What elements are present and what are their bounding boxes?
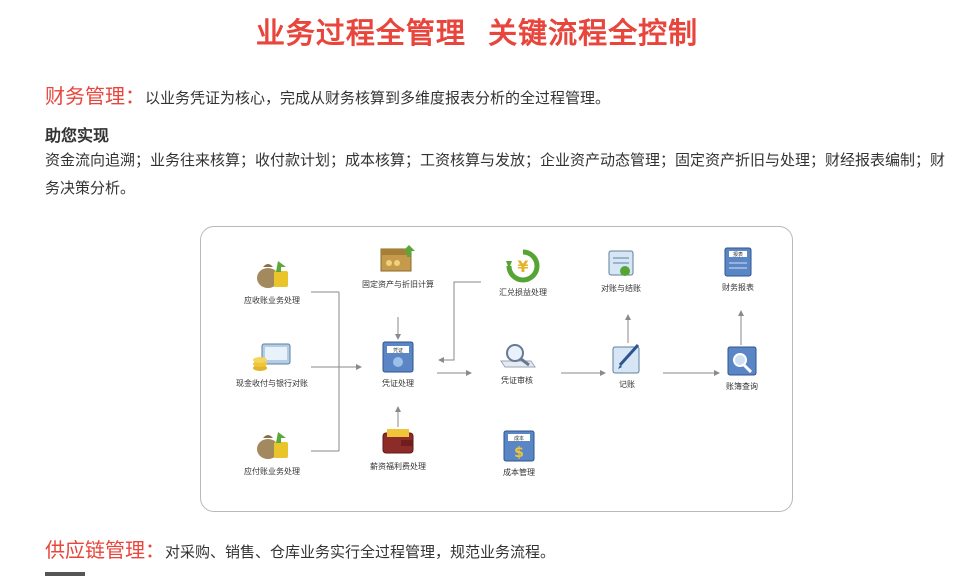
- supply-label: 供应链管理：: [45, 538, 165, 562]
- node-report: 报表 财务报表: [668, 246, 808, 293]
- cash-register-icon: [253, 343, 291, 371]
- node-reconcile: 对账与结账: [551, 249, 691, 294]
- wallet-icon: [382, 429, 414, 454]
- node-salary-label: 薪资福利费处理: [370, 462, 426, 471]
- asset-box-icon: [380, 245, 415, 272]
- supply-section-header: 供应链管理：对采购、销售、仓库业务实行全过程管理，规范业务流程。: [45, 534, 555, 563]
- finance-label: 财务管理：: [45, 84, 145, 108]
- reconcile-icon: [608, 250, 634, 276]
- node-exchange: ¥ 汇兑损益处理: [453, 249, 593, 298]
- magnifier-icon: [500, 344, 536, 368]
- node-ledger-label: 账簿查询: [726, 382, 758, 391]
- node-voucher: 凭证 凭证处理: [328, 340, 468, 389]
- svg-text:$: $: [514, 445, 524, 461]
- node-audit-label: 凭证审核: [501, 376, 533, 385]
- node-cost: 成本 $ 成本管理: [449, 429, 589, 478]
- flow-connectors: [311, 281, 744, 452]
- node-reconcile-label: 对账与结账: [601, 284, 641, 293]
- cost-icon-text: 成本: [514, 435, 524, 442]
- finance-section-header: 财务管理：以业务凭证为核心，完成从财务核算到多维度报表分析的全过程管理。: [45, 80, 610, 109]
- supply-description: 对采购、销售、仓库业务实行全过程管理，规范业务流程。: [165, 543, 556, 561]
- arrow-exchange-to-voucher: [438, 281, 481, 363]
- report-icon-text: 报表: [733, 251, 743, 258]
- finance-description: 以业务凭证为核心，完成从财务核算到多维度报表分析的全过程管理。: [145, 89, 611, 107]
- svg-text:¥: ¥: [517, 257, 528, 276]
- node-exchange-label: 汇兑损益处理: [499, 288, 547, 297]
- pen-document-icon: [612, 343, 640, 374]
- node-ledger: 账簿查询: [672, 345, 812, 392]
- report-document-icon: 报表: [724, 247, 752, 277]
- ledger-search-icon: [727, 346, 757, 376]
- money-bag-icon: [257, 432, 288, 459]
- finance-features: 资金流向追溯；业务往来核算；收付款计划；成本核算；工资核算与发放；企业资产动态管…: [45, 151, 946, 197]
- cost-document-icon: 成本 $: [503, 430, 535, 462]
- voucher-document-icon: 凭证: [382, 341, 414, 373]
- node-receivable-label: 应收账业务处理: [244, 296, 300, 305]
- node-cash: 现金收付与银行对账: [202, 342, 342, 389]
- node-cost-label: 成本管理: [503, 468, 535, 477]
- node-voucher-label: 凭证处理: [382, 379, 414, 388]
- node-receivable: 应收账业务处理: [202, 257, 342, 306]
- voucher-icon-text: 凭证: [393, 347, 403, 354]
- money-bag-icon: [257, 261, 288, 288]
- node-report-label: 财务报表: [722, 283, 754, 292]
- node-audit: 凭证审核: [447, 341, 587, 386]
- page-title: 业务过程全管理 关键流程全控制: [255, 16, 699, 50]
- node-payable-label: 应付账业务处理: [244, 467, 300, 476]
- clipped-next-subtitle: [45, 572, 85, 576]
- node-payable: 应付账业务处理: [202, 428, 342, 477]
- finance-subtitle: 助您实现: [45, 126, 110, 145]
- node-posting: 记账: [557, 343, 697, 390]
- node-fixed-asset-label: 固定资产与折旧计算: [362, 280, 434, 289]
- node-posting-label: 记账: [619, 380, 635, 389]
- node-cash-label: 现金收付与银行对账: [236, 379, 308, 388]
- node-fixed-asset: 固定资产与折旧计算: [328, 243, 468, 290]
- finance-flow-diagram: 应收账业务处理 现金收付与银行对账 应付账业务处理 固定资产: [200, 226, 793, 512]
- node-salary: 薪资福利费处理: [328, 427, 468, 472]
- currency-exchange-icon: ¥: [506, 249, 540, 283]
